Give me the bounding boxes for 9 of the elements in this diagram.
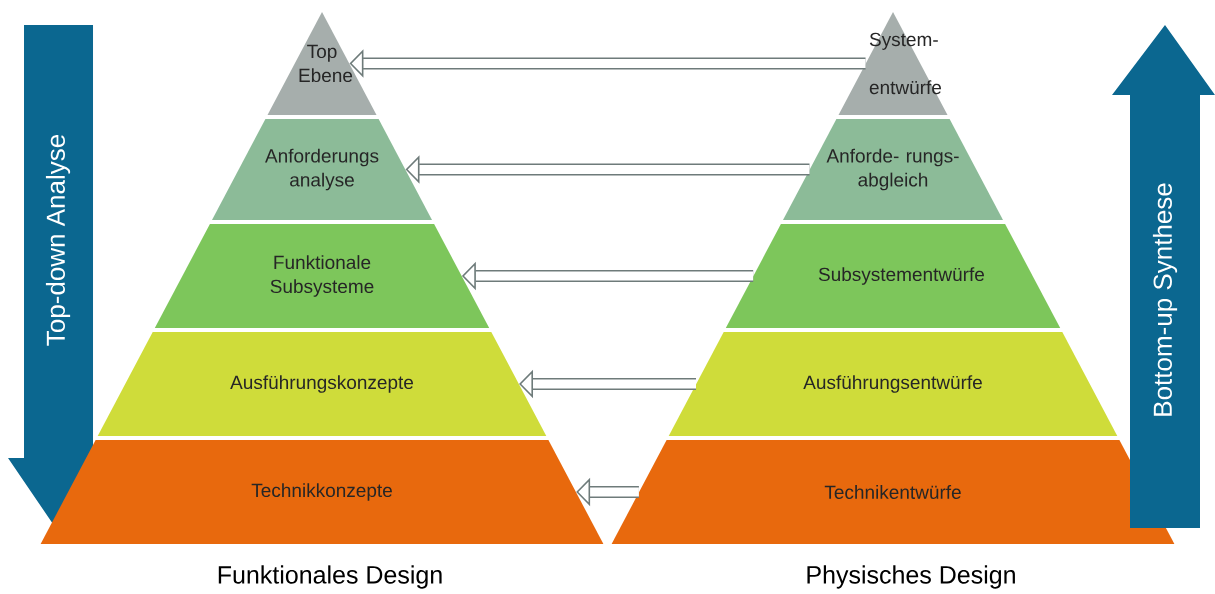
pyramid-layer: Anforderungs analyse bbox=[212, 119, 432, 220]
pyramid-layer: Anforde- rungs- abgleich bbox=[783, 119, 1003, 220]
pyramid-layer: Ausführungsentwürfe bbox=[668, 332, 1118, 436]
pyramid-layer: Technikkonzepte bbox=[40, 440, 604, 544]
pyramid-layer: Funktionale Subsysteme bbox=[154, 224, 490, 328]
pyramid-layer: Subsystementwürfe bbox=[725, 224, 1061, 328]
pyramid-layer: Technikentwürfe bbox=[611, 440, 1175, 544]
pyramid-layer: Ausführungskonzepte bbox=[97, 332, 547, 436]
pyramid-layer: Top Ebene bbox=[267, 12, 377, 115]
